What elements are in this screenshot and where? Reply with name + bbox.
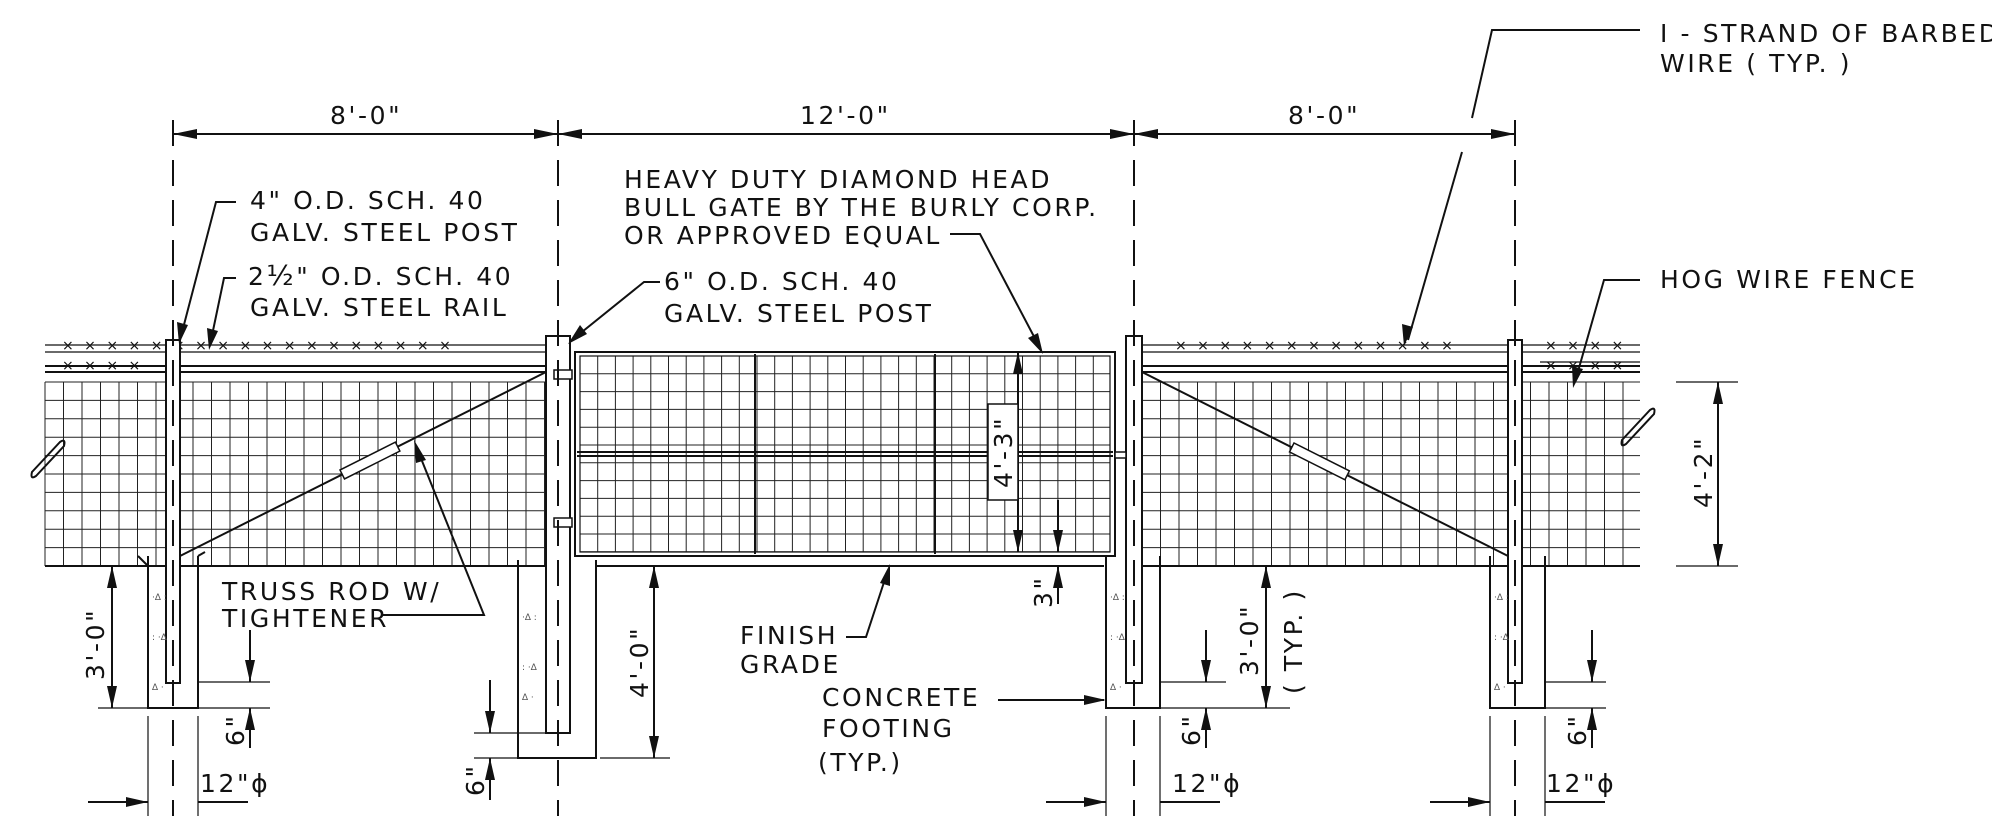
barbed-wire-leader: [1402, 29, 1640, 346]
dim-embed-right-note: ( TYP. ): [1279, 588, 1308, 694]
concrete-footing-2: ·∆ : : ·∆ ∆ ·: [517, 560, 597, 759]
label-gate-line2: BULL GATE BY THE BURLY CORP.: [624, 193, 1099, 222]
label-footing-line3: (TYP.): [818, 748, 903, 777]
svg-text:·∆ :: ·∆ :: [1110, 593, 1125, 603]
dim-footing-gap-left: 6": [221, 713, 250, 746]
dim-embed-left: 3'-0": [81, 608, 110, 680]
barbed-wire-strands: × × × × × × × × × × × × × × × × × × × × …: [45, 338, 1640, 374]
footing-leader: [998, 695, 1106, 705]
svg-text:∆ ·: ∆ ·: [151, 683, 164, 693]
dim-footing-dia-2-line: [1046, 716, 1220, 816]
truss-rod-right: [1141, 371, 1509, 557]
dim-left-span: 8'-0": [330, 101, 402, 130]
rail-leader: [207, 277, 236, 350]
dim-footing-gap-center-line: [474, 680, 546, 800]
top-dimension-line: [173, 129, 1515, 139]
dim-gate-height-line: [987, 352, 1023, 552]
dim-footing-gap-center: 6": [461, 763, 490, 796]
gate-frame-inner: [579, 355, 1111, 553]
rail-size-whole: 2: [248, 262, 267, 291]
svg-text:× × × ×: × × × ×: [1545, 358, 1626, 374]
dim-embed-center-line: [600, 566, 670, 759]
label-rail-line1: 2½" O.D. SCH. 40: [248, 259, 513, 292]
line-post-left: [165, 339, 181, 684]
label-finish-grade-line2: GRADE: [740, 650, 841, 679]
label-gate-line3: OR APPROVED EQUAL: [624, 221, 942, 250]
svg-text:·∆ :: ·∆ :: [152, 593, 167, 603]
svg-text:× × × × × × × × × × × × ×: × × × × × × × × × × × × ×: [1175, 338, 1456, 354]
label-hog-wire: HOG WIRE FENCE: [1660, 265, 1918, 294]
label-truss-rod-line1: TRUSS ROD W/: [221, 577, 441, 606]
gate-leader: [950, 233, 1043, 354]
post-centerlines: [172, 120, 1516, 816]
top-rail: [45, 365, 1640, 373]
dim-footing-dia-2: 12"ϕ: [1172, 769, 1242, 798]
break-symbol-left: [30, 439, 66, 479]
dim-fence-height-line: [1676, 381, 1738, 567]
svg-text:: ·∆: : ·∆: [522, 663, 538, 673]
dim-footing-dia-1-line: [88, 716, 248, 816]
dim-right-span: 8'-0": [1288, 101, 1360, 130]
svg-text:·∆ :: ·∆ :: [522, 613, 537, 623]
dim-footing-dia-3-line: [1430, 716, 1605, 816]
label-footing-line2: FOOTING: [822, 714, 955, 743]
truss-rod-leader: [382, 440, 486, 616]
rail-size-fraction: ½: [267, 259, 297, 292]
concrete-footing-3: ·∆ : : ·∆ ∆ ·: [1105, 556, 1161, 709]
line-post-leader: [177, 201, 236, 344]
dim-footing-gap-right1: 6": [1177, 713, 1206, 746]
concrete-footing-4: ·∆ : : ·∆ ∆ ·: [1489, 556, 1546, 709]
svg-text:× × × × × × × × × × × × × ×: × × × × × × × × × × × × × × × × × ×: [62, 338, 454, 354]
svg-text:: ·∆: : ·∆: [1110, 633, 1126, 643]
line-post-right: [1507, 339, 1523, 684]
svg-text:: ·∆: : ·∆: [152, 633, 168, 643]
finish-grade-leader: [846, 564, 890, 638]
dim-embed-right-line: [1160, 565, 1290, 709]
rail-size-rest: " O.D. SCH. 40: [296, 262, 513, 291]
gate-mesh: [574, 351, 1116, 557]
hog-wire-leader: [1572, 279, 1640, 388]
break-symbol-right: [1620, 407, 1656, 447]
dim-gate-clearance: 3": [1029, 575, 1058, 608]
svg-text:∆ ·: ∆ ·: [1109, 683, 1122, 693]
svg-text:∆ ·: ∆ ·: [1493, 683, 1506, 693]
dim-gate-clearance-line: [1046, 500, 1080, 604]
gate-post-leader: [568, 281, 660, 344]
hog-wire-mesh-left: [44, 381, 545, 567]
svg-text:∆ ·: ∆ ·: [521, 693, 534, 703]
label-line-post-line1: 4" O.D. SCH. 40: [250, 186, 486, 215]
dim-footing-dia-3: 12"ϕ: [1546, 769, 1616, 798]
label-gate-post-line1: 6" O.D. SCH. 40: [664, 267, 900, 296]
label-barbed-wire-line2: WIRE ( TYP. ): [1660, 49, 1852, 78]
dim-footing-gap-right2: 6": [1563, 713, 1592, 746]
label-line-post-line2: GALV. STEEL POST: [250, 218, 520, 247]
label-footing-line1: CONCRETE: [822, 683, 980, 712]
svg-text:× × × ×: × × × ×: [62, 358, 143, 374]
label-rail-line2: GALV. STEEL RAIL: [250, 293, 508, 322]
dim-footing-dia-1: 12"ϕ: [200, 769, 270, 798]
gate-post-right: [1114, 335, 1143, 684]
dim-embed-right: 3'-0": [1235, 604, 1264, 676]
dim-fence-height: 4'-2": [1689, 436, 1718, 508]
dim-footing-gap-right2-line: [1545, 630, 1606, 748]
label-barbed-wire-line1: I - STRAND OF BARBED: [1660, 19, 1992, 48]
svg-text:·∆ :: ·∆ :: [1494, 593, 1509, 603]
svg-text:× × × ×: × × × ×: [1545, 338, 1626, 354]
svg-text:: ·∆: : ·∆: [1494, 633, 1510, 643]
dim-footing-gap-left-line: [198, 630, 270, 748]
label-gate-line1: HEAVY DUTY DIAMOND HEAD: [624, 165, 1052, 194]
label-truss-rod-line2: TIGHTENER: [221, 604, 389, 633]
label-gate-post-line2: GALV. STEEL POST: [664, 299, 934, 328]
dim-embed-center: 4'-0": [625, 626, 654, 698]
dim-gate-height: 4'-3": [989, 416, 1018, 488]
dim-center-span: 12'-0": [800, 101, 891, 130]
concrete-footing-1: ·∆ : : ·∆ ∆ ·: [137, 551, 206, 709]
truss-rod-left: [179, 371, 547, 557]
dim-embed-left-line: [98, 565, 148, 709]
label-finish-grade-line1: FINISH: [740, 621, 838, 650]
dim-footing-gap-right1-line: [1160, 630, 1226, 748]
